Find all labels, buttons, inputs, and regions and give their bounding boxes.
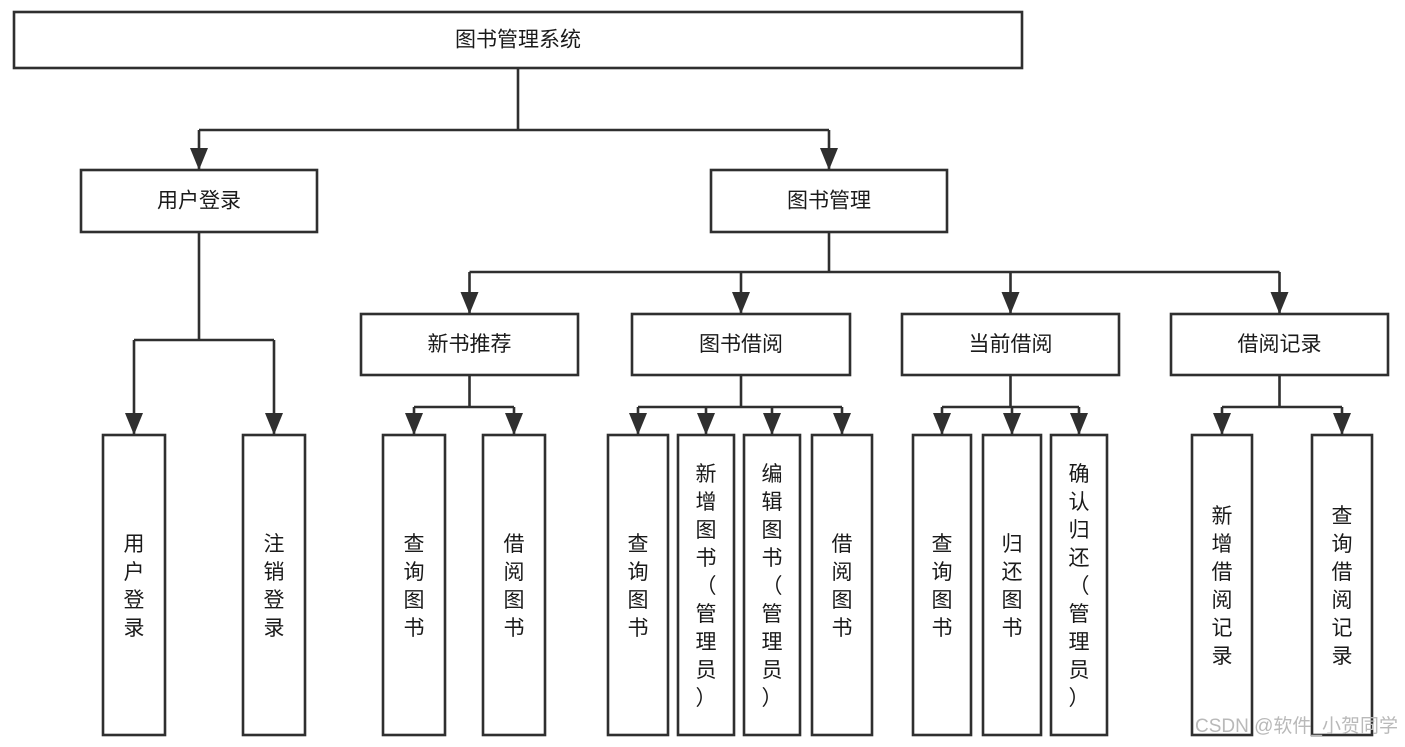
arrow-head-icon [1333, 413, 1351, 435]
node-label-leaf-add-book: 新增图书（管理员） [696, 463, 717, 710]
node-user-login[interactable]: 用户登录 [79, 168, 319, 234]
arrow-head-icon [460, 292, 479, 314]
node-label-user-login: 用户登录 [157, 190, 241, 213]
node-box-leaf-edit-book [742, 433, 802, 737]
node-current-borrow[interactable]: 当前借阅 [900, 312, 1121, 377]
arrow-head-icon [933, 413, 951, 435]
node-label-leaf-edit-book: 编辑图书（管理员） [762, 463, 783, 710]
node-leaf-user-logout[interactable]: 注销登录 [241, 433, 307, 737]
node-box-leaf-borrow-book-1 [481, 433, 547, 737]
node-box-leaf-add-record [1190, 433, 1254, 737]
node-box-leaf-query-book-3 [911, 433, 973, 737]
edge-layer [125, 68, 1351, 435]
node-leaf-query-record[interactable]: 查询借阅记录 [1310, 433, 1374, 737]
arrow-head-icon [833, 413, 851, 435]
arrow-head-icon [1001, 292, 1020, 314]
node-box-root [12, 10, 1024, 70]
node-box-leaf-user-logout [241, 433, 307, 737]
node-box-leaf-borrow-book-2 [810, 433, 874, 737]
node-label-leaf-add-record: 新增借阅记录 [1212, 505, 1233, 668]
node-leaf-borrow-book-1[interactable]: 借阅图书 [481, 433, 547, 737]
node-book-management[interactable]: 图书管理 [709, 168, 949, 234]
node-box-leaf-query-book-1 [381, 433, 447, 737]
arrow-head-icon [1270, 292, 1289, 314]
node-label-leaf-user-login: 用户登录 [124, 533, 145, 640]
node-label-book-borrow: 图书借阅 [699, 333, 783, 356]
node-leaf-confirm-return[interactable]: 确认归还（管理员） [1049, 433, 1109, 737]
node-leaf-query-book-3[interactable]: 查询图书 [911, 433, 973, 737]
node-box-user-login [79, 168, 319, 234]
node-book-borrow[interactable]: 图书借阅 [630, 312, 852, 377]
node-leaf-borrow-book-2[interactable]: 借阅图书 [810, 433, 874, 737]
node-label-root: 图书管理系统 [455, 29, 581, 52]
node-root[interactable]: 图书管理系统 [12, 10, 1024, 70]
node-label-leaf-borrow-book-1: 借阅图书 [504, 533, 525, 640]
node-box-new-book-recommend [359, 312, 580, 377]
node-label-borrow-record: 借阅记录 [1238, 333, 1322, 356]
node-box-leaf-query-record [1310, 433, 1374, 737]
arrow-head-icon [820, 148, 838, 170]
node-label-new-book-recommend: 新书推荐 [428, 333, 512, 356]
node-box-leaf-confirm-return [1049, 433, 1109, 737]
node-borrow-record[interactable]: 借阅记录 [1169, 312, 1390, 377]
arrow-head-icon [732, 292, 750, 314]
node-label-leaf-confirm-return: 确认归还（管理员） [1069, 463, 1090, 710]
node-label-leaf-user-logout: 注销登录 [264, 533, 285, 640]
arrow-head-icon [763, 413, 781, 435]
node-box-leaf-query-book-2 [606, 433, 670, 737]
arrow-head-icon [125, 413, 143, 435]
arrow-head-icon [505, 413, 523, 435]
node-label-leaf-query-book-2: 查询图书 [628, 533, 649, 640]
node-label-current-borrow: 当前借阅 [969, 333, 1053, 356]
node-leaf-query-book-1[interactable]: 查询图书 [381, 433, 447, 737]
node-layer: 图书管理系统用户登录图书管理新书推荐图书借阅当前借阅借阅记录用户登录注销登录查询… [12, 10, 1390, 737]
node-label-leaf-return-book: 归还图书 [1002, 533, 1023, 640]
node-new-book-recommend[interactable]: 新书推荐 [359, 312, 580, 377]
node-box-leaf-return-book [981, 433, 1043, 737]
node-label-leaf-query-book-1: 查询图书 [404, 533, 425, 640]
node-leaf-add-record[interactable]: 新增借阅记录 [1190, 433, 1254, 737]
node-label-leaf-query-book-3: 查询图书 [932, 533, 953, 640]
arrow-head-icon [1213, 413, 1231, 435]
node-leaf-query-book-2[interactable]: 查询图书 [606, 433, 670, 737]
node-leaf-edit-book[interactable]: 编辑图书（管理员） [742, 433, 802, 737]
node-leaf-user-login[interactable]: 用户登录 [101, 433, 167, 737]
arrow-head-icon [1003, 413, 1021, 435]
csdn-watermark: CSDN @软件_小贺同学 [1195, 715, 1398, 737]
node-box-current-borrow [900, 312, 1121, 377]
node-box-leaf-user-login [101, 433, 167, 737]
node-box-book-borrow [630, 312, 852, 377]
arrow-head-icon [265, 413, 283, 435]
node-leaf-return-book[interactable]: 归还图书 [981, 433, 1043, 737]
arrow-head-icon [629, 413, 647, 435]
node-label-book-management: 图书管理 [787, 190, 871, 213]
node-box-book-management [709, 168, 949, 234]
node-box-leaf-add-book [676, 433, 736, 737]
arrow-head-icon [405, 413, 423, 435]
node-box-borrow-record [1169, 312, 1390, 377]
node-label-leaf-query-record: 查询借阅记录 [1332, 505, 1353, 668]
arrow-head-icon [1070, 413, 1088, 435]
arrow-head-icon [697, 413, 715, 435]
node-label-leaf-borrow-book-2: 借阅图书 [832, 533, 853, 640]
arrow-head-icon [190, 148, 208, 170]
node-leaf-add-book[interactable]: 新增图书（管理员） [676, 433, 736, 737]
